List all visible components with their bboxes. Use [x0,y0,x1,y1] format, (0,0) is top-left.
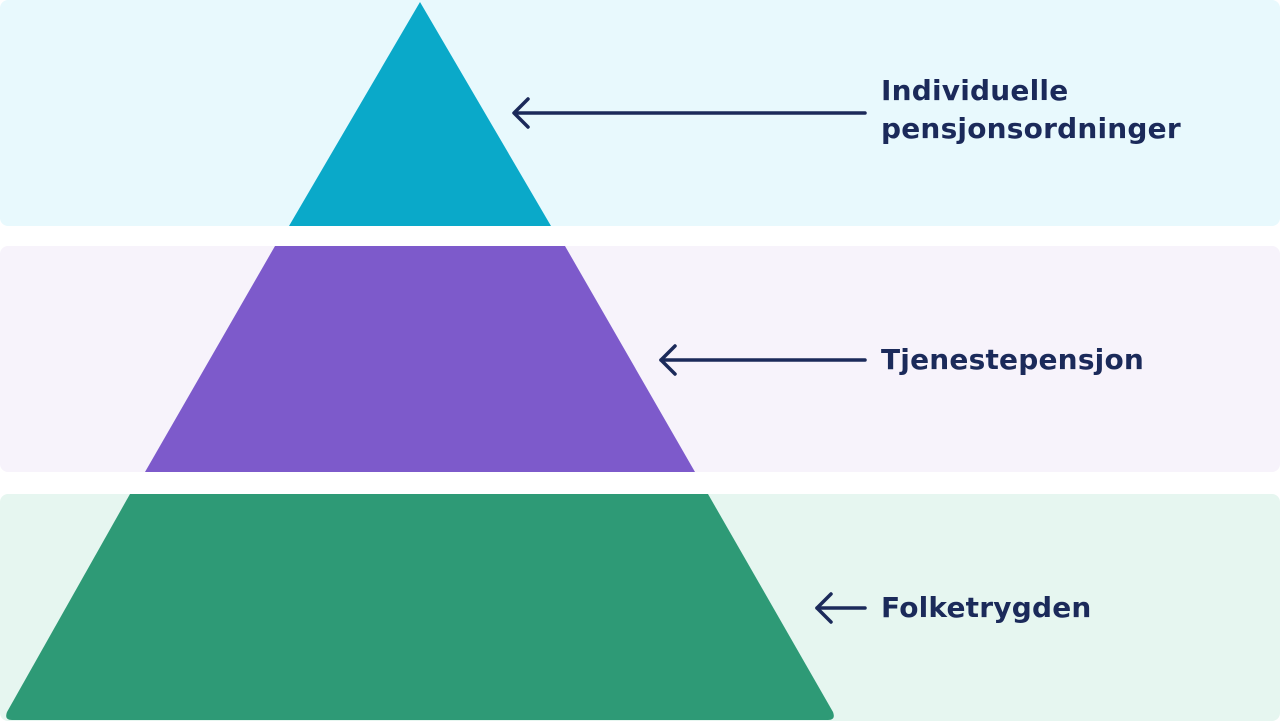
tier-middle-shape [145,246,695,472]
tier-bottom-shape [6,494,834,720]
tier-bottom-label: Folketrygden [881,591,1092,624]
arrow-left-icon [659,344,867,376]
tier-top-label: Individuelle pensjonsordninger [881,74,1181,145]
arrow-left-icon [512,97,867,129]
arrow-left-icon [815,592,867,624]
tier-middle-label: Tjenestepensjon [881,343,1145,376]
tier-top-shape [289,2,551,226]
